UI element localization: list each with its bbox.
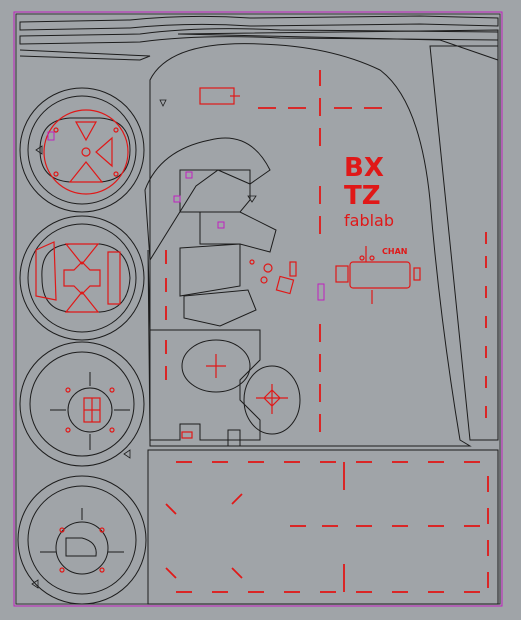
gear-disk-3	[19, 341, 145, 467]
fablab-logo: BX TZ fablab	[344, 153, 394, 230]
logo-line2: TZ	[344, 181, 381, 211]
body-parts	[144, 137, 301, 447]
alignment-markers	[31, 99, 257, 589]
top-strips	[19, 15, 499, 61]
box-panel	[147, 449, 499, 605]
brand-text: fablab	[344, 211, 394, 230]
small-parts	[47, 87, 297, 295]
side-panel	[149, 43, 499, 447]
dash-lines-upper	[165, 70, 487, 432]
board-label: CHAN	[382, 247, 407, 256]
gear-disk-2	[19, 215, 145, 341]
gear-disk-1	[19, 87, 145, 213]
material-outline	[15, 13, 501, 605]
sheet-border	[13, 11, 503, 607]
electronics-board: CHAN	[317, 246, 421, 304]
logo-line1: BX	[344, 153, 384, 183]
gear-disk-4	[17, 475, 147, 605]
